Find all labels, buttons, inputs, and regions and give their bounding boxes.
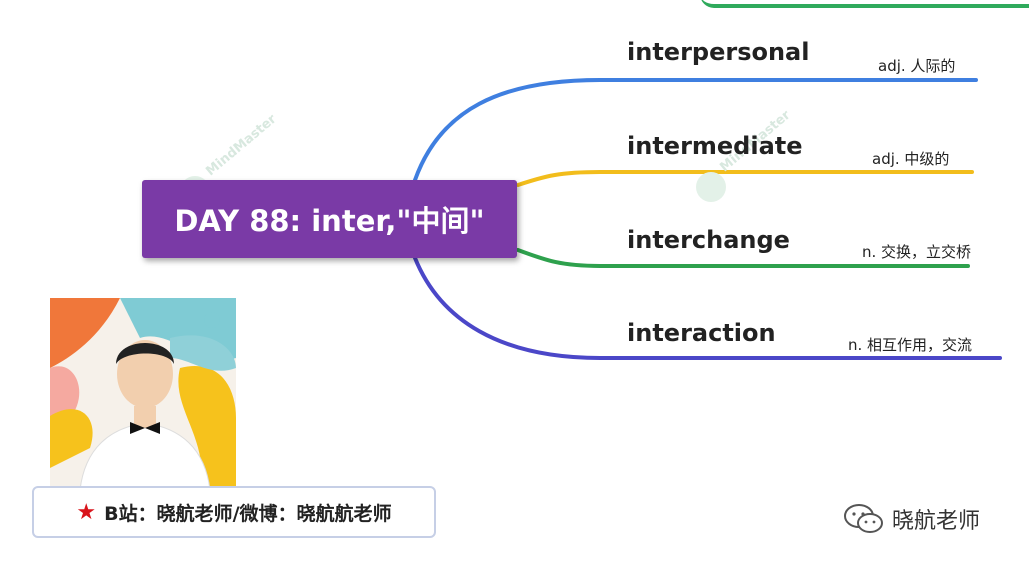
wechat-signature: 晓航老师 [842, 502, 980, 536]
branch-meaning-3: n. 交换，立交桥 [862, 243, 972, 261]
star-icon: ★ [76, 499, 97, 525]
branch-meaning-1: adj. 人际的 [878, 57, 956, 75]
branch-connector-2 [516, 170, 974, 187]
top-accent-line [700, 0, 1029, 8]
branch-connector-3 [516, 248, 970, 268]
social-badge-text: B站：晓航老师/微博：晓航航老师 [104, 502, 392, 525]
branch-connector-4 [413, 256, 1002, 360]
branch-word-4[interactable]: interaction [627, 319, 776, 347]
branch-word-1[interactable]: interpersonal [627, 38, 810, 66]
branch-connector-1 [413, 78, 978, 182]
branch-word-3[interactable]: interchange [627, 226, 790, 254]
wechat-icon [844, 504, 883, 533]
root-topic-label: DAY 88: inter,"中间" [174, 204, 485, 238]
branch-word-2[interactable]: intermediate [627, 132, 803, 160]
social-badge: ★ B站：晓航老师/微博：晓航航老师 [32, 486, 436, 538]
mindmaster-logo-icon [696, 172, 726, 202]
teacher-photo [50, 298, 236, 490]
wechat-name: 晓航老师 [892, 509, 981, 534]
branch-meaning-4: n. 相互作用，交流 [848, 336, 973, 354]
root-topic[interactable]: DAY 88: inter,"中间" [142, 180, 517, 258]
branch-meaning-2: adj. 中级的 [872, 150, 950, 168]
